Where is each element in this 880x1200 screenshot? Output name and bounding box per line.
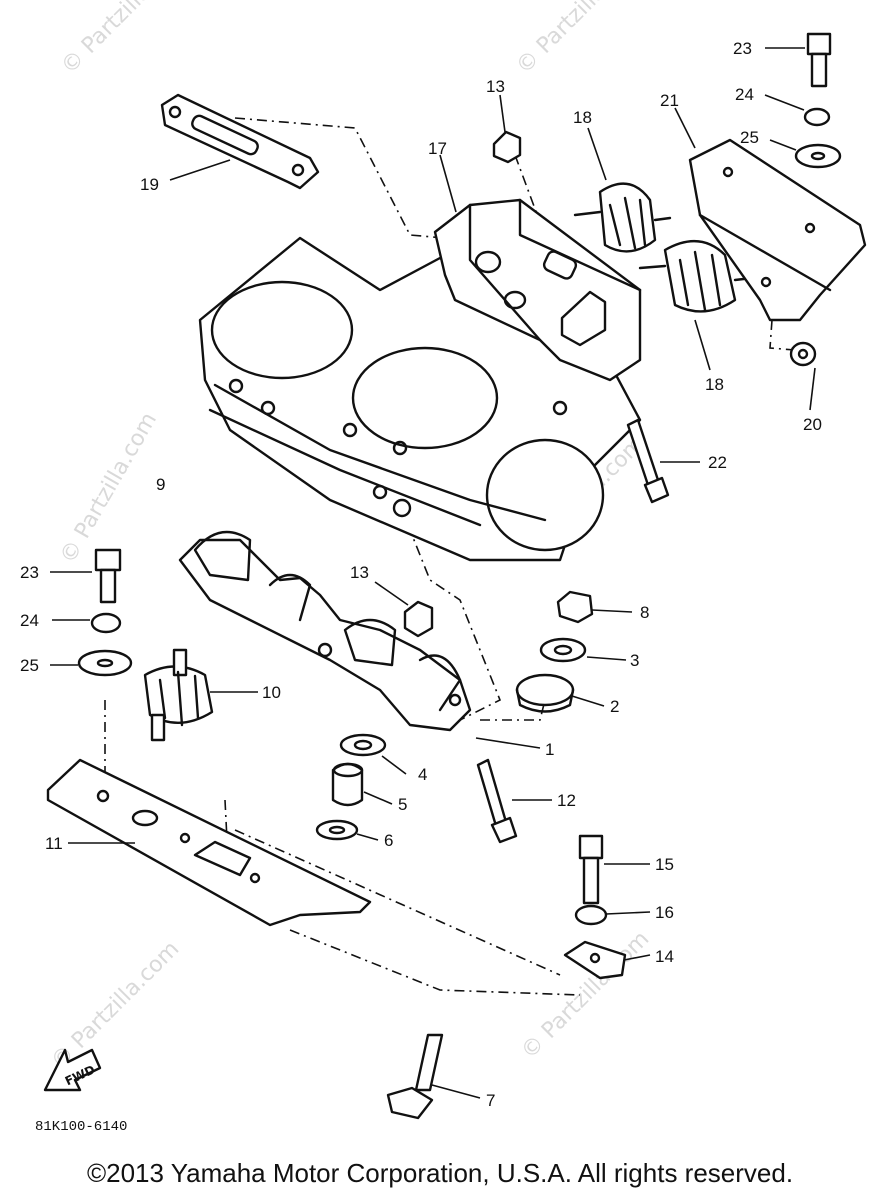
crankcase-opening [485,438,605,552]
mount-pad [560,290,607,347]
plate-boss [193,840,252,877]
part-labels: 23 24 25 21 18 13 17 19 18 20 22 23 24 2… [20,39,822,1110]
part-13-nut-lower [403,600,434,638]
watermark-5: © Partzilla.com [47,937,185,1075]
part-7-bolt [386,1033,444,1120]
label-5: 5 [398,795,407,814]
label-2: 2 [610,697,619,716]
label-24-upper: 24 [735,85,754,104]
assembly-line-20 [769,319,796,351]
label-18-upper: 18 [573,108,592,127]
part-5-collar [331,762,364,807]
part-18-rubber-mount-upper [573,182,672,253]
label-23-left: 23 [20,563,39,582]
part-4-washer [339,733,387,757]
part-12-bolt [476,758,518,844]
watermark-2: © Partzilla.com [512,0,650,79]
part-11-base-plate [46,758,372,927]
label-8: 8 [640,603,649,622]
copyright-notice: ©2013 Yamaha Motor Corporation, U.S.A. A… [86,1158,794,1188]
assembly-line-7 [289,929,581,996]
label-3: 3 [630,651,639,670]
part-23-bolt-upper [806,32,832,88]
part-10-rubber-mount [143,648,214,742]
part-20-nut [789,341,817,367]
label-24-left: 24 [20,611,39,630]
part-14-square-nut [563,940,627,980]
assembly-line-19 [234,117,526,246]
part-23-bolt-left [94,548,122,604]
label-18-lower: 18 [705,375,724,394]
part-17-mount-bracket [433,198,642,382]
label-25-upper: 25 [740,128,759,147]
label-13-upper: 13 [486,77,505,96]
label-11: 11 [45,834,63,853]
assembly-line-14 [234,829,561,976]
label-7: 7 [486,1091,495,1110]
part-2-damper [515,673,575,713]
part-15-bolt [578,834,604,905]
engine-mount-hole [392,498,412,518]
engine-block [198,236,642,562]
label-15: 15 [655,855,674,874]
label-14: 14 [655,947,674,966]
label-25-left: 25 [20,656,39,675]
watermark-3: © Partzilla.com [56,408,163,568]
label-1: 1 [545,740,554,759]
label-12: 12 [557,791,576,810]
part-25-washer-upper [794,143,842,169]
part-3-washer [539,637,587,663]
part-24-nut-left [90,612,122,634]
label-23-upper: 23 [733,39,752,58]
part-9-lower-bracket [178,530,472,732]
label-19: 19 [140,175,159,194]
part-8-nut [556,590,594,624]
label-9: 9 [156,475,165,494]
label-17: 17 [428,139,447,158]
cylinder-bore-front [210,280,354,380]
part-24-washer-upper [803,107,831,127]
label-22: 22 [708,453,727,472]
label-10: 10 [262,683,281,702]
label-20: 20 [803,415,822,434]
part-22-bolt [626,418,670,504]
part-6-washer [315,819,359,841]
diagram-code: 81K100-6140 [35,1119,127,1135]
assembly-line-1 [399,504,502,721]
label-6: 6 [384,831,393,850]
part-19-bracket [160,93,320,190]
label-13-lower: 13 [350,563,369,582]
watermark-1: © Partzilla.com [57,0,195,79]
cylinder-bore-rear [351,346,499,450]
leader-lines [50,47,816,1099]
assembly-line-2 [480,699,546,721]
label-21: 21 [660,91,679,110]
label-4: 4 [418,765,427,784]
part-25-washer-left [77,649,133,677]
part-16-washer [574,904,608,926]
label-16: 16 [655,903,674,922]
part-21-plate [688,138,867,322]
part-13-nut-upper [492,130,522,164]
